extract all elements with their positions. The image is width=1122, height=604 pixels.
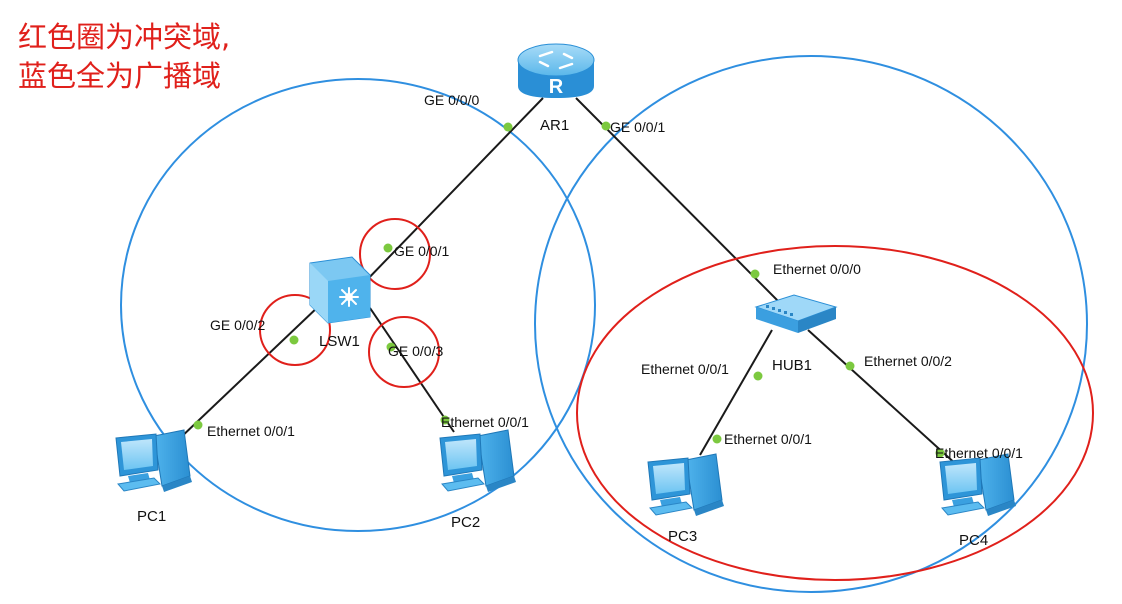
port-dot: [935, 448, 945, 458]
port-label-pc1-eth: Ethernet 0/0/1: [207, 423, 295, 439]
link-hub1-pc4[interactable]: [807, 329, 959, 467]
port-label-pc4-eth: Ethernet 0/0/1: [935, 445, 1023, 461]
link-hub1-pc3[interactable]: [699, 329, 773, 456]
port-label-ar1-ge000: GE 0/0/0: [424, 92, 479, 108]
port-label-lsw1-ge002: GE 0/0/2: [210, 317, 265, 333]
port-label-lsw1-ge003: GE 0/0/3: [388, 343, 443, 359]
port-dot: [712, 434, 722, 444]
broadcast-domain-right: [534, 55, 1088, 593]
port-dot: [753, 371, 763, 381]
port-dot: [193, 420, 203, 430]
port-dot: [601, 121, 611, 131]
collision-domain-ge003: [368, 316, 440, 388]
port-label-ar1-ge001: GE 0/0/1: [610, 119, 665, 135]
broadcast-domain-left: [120, 78, 596, 532]
device-label-lsw1: LSW1: [319, 333, 360, 350]
device-label-hub1: HUB1: [772, 357, 812, 374]
port-label-hub1-eth000: Ethernet 0/0/0: [773, 261, 861, 277]
port-dot: [503, 122, 513, 132]
pc-icon[interactable]: [115, 429, 193, 493]
port-label-hub1-eth002: Ethernet 0/0/2: [864, 353, 952, 369]
pc-icon[interactable]: [439, 429, 517, 493]
port-indicators: [193, 121, 945, 458]
device-label-pc1: PC1: [137, 508, 166, 525]
collision-domain-ge002: [259, 294, 331, 366]
link-lsw1-pc2[interactable]: [369, 307, 455, 433]
domain-annotation: 红色圈为冲突域, 蓝色全为广播域: [18, 18, 230, 96]
port-label-lsw1-ge001: GE 0/0/1: [394, 243, 449, 259]
svg-text:R: R: [549, 76, 564, 98]
device-label-pc3: PC3: [668, 528, 697, 545]
port-dot: [750, 269, 760, 279]
hub-icon[interactable]: [754, 294, 838, 333]
switch-icon[interactable]: [309, 256, 371, 324]
annotation-line-2: 蓝色全为广播域: [18, 59, 222, 93]
link-ar1-lsw1[interactable]: [361, 97, 544, 286]
port-label-pc2-eth: Ethernet 0/0/1: [441, 414, 529, 430]
port-dot: [383, 243, 393, 253]
device-label-pc4: PC4: [959, 532, 988, 549]
device-label-pc2: PC2: [451, 514, 480, 531]
collision-domain-ge001: [359, 218, 431, 290]
link-ar1-hub1[interactable]: [575, 97, 786, 309]
port-dot: [845, 361, 855, 371]
port-dot: [386, 342, 396, 352]
device-label-ar1: AR1: [540, 117, 569, 134]
pc-icon[interactable]: [647, 453, 725, 517]
port-label-pc3-eth: Ethernet 0/0/1: [724, 431, 812, 447]
port-label-hub1-eth001: Ethernet 0/0/1: [641, 361, 729, 377]
port-dot: [440, 415, 450, 425]
link-lsw1-pc1[interactable]: [177, 304, 321, 441]
port-dot: [289, 335, 299, 345]
router-icon[interactable]: R: [517, 43, 595, 98]
annotation-line-1: 红色圈为冲突域,: [18, 20, 231, 54]
collision-domain-hub: [576, 245, 1094, 581]
pc-icon[interactable]: [939, 453, 1017, 517]
